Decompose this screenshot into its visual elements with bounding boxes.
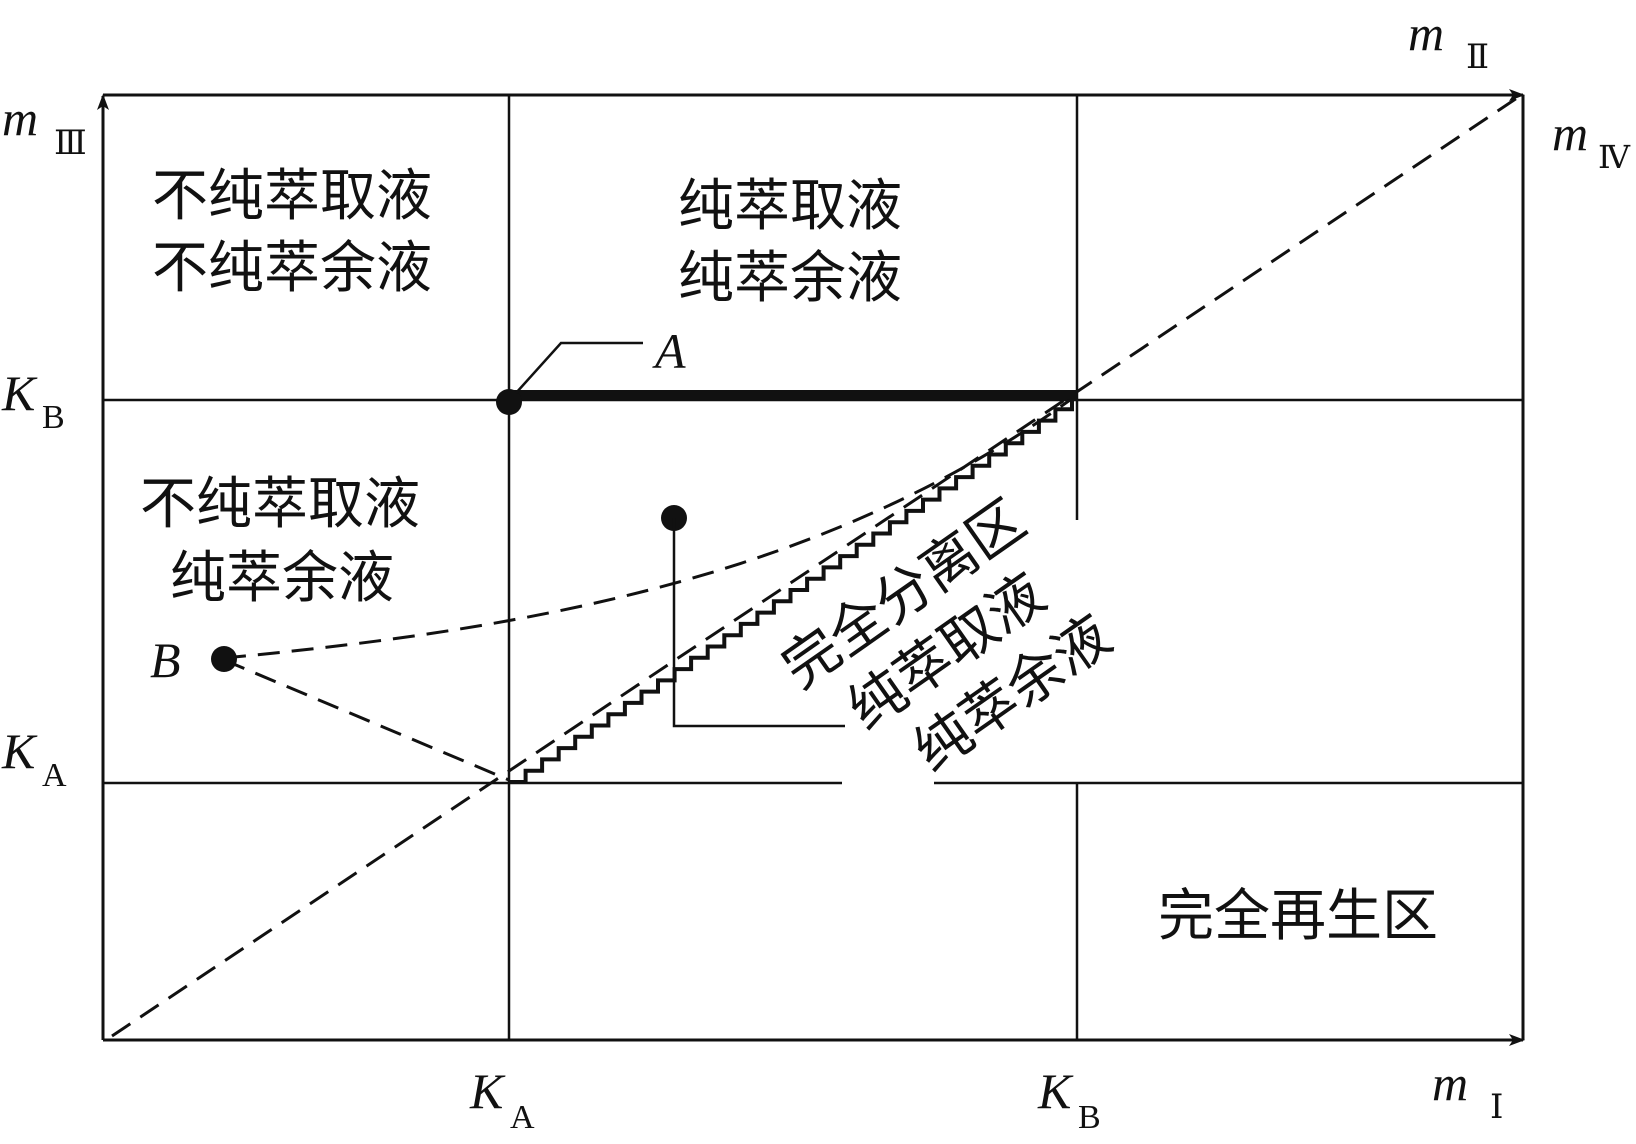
svg-text:K: K [1,365,38,421]
svg-text:B: B [1078,1099,1101,1136]
svg-text:不纯萃取液: 不纯萃取液 [152,164,432,229]
grid-lines [103,95,1523,1040]
axis-label-top: m Ⅱ [1408,5,1489,76]
svg-text:K: K [469,1063,506,1119]
svg-text:不纯萃余液: 不纯萃余液 [152,236,432,301]
leader-line-triangle [672,518,845,728]
svg-text:Ⅲ: Ⅲ [54,125,87,162]
svg-text:m: m [2,90,38,146]
svg-text:Ⅳ: Ⅳ [1598,139,1631,175]
x-tick-label-ka: K A [469,1063,535,1136]
svg-text:B: B [42,399,65,436]
y-tick-label-ka: K A [1,723,67,794]
region-middle-left-label: 不纯萃取液 纯萃余液 [140,472,420,611]
svg-text:A: A [510,1099,535,1136]
axis-label-bottom: m Ⅰ [1432,1055,1503,1126]
axis-label-left: m Ⅲ [2,90,87,162]
axis-label-right: m Ⅳ [1552,105,1631,175]
point-a-marker [496,389,522,415]
svg-text:不纯萃取液: 不纯萃取液 [140,472,420,537]
staircase-boundary [509,398,1074,784]
svg-text:Ⅰ: Ⅰ [1490,1089,1503,1126]
axes [97,89,1525,1046]
diagonal-dashed-line [111,94,1521,1038]
svg-text:Ⅱ: Ⅱ [1466,39,1489,76]
svg-text:m: m [1552,105,1588,161]
x-tick-label-kb: K B [1037,1063,1101,1136]
svg-text:m: m [1432,1055,1468,1111]
dashed-curve-b [223,398,1071,660]
svg-text:纯萃余液: 纯萃余液 [170,546,394,611]
point-b-marker [211,646,237,672]
y-tick-label-kb: K B [1,365,65,436]
svg-text:A: A [42,757,67,794]
leader-line-a [515,341,643,394]
region-top-middle-label: 纯萃取液 纯萃余液 [678,174,902,311]
point-b-label: B [150,632,181,688]
region-triangle-label: 完全分离区 纯萃取液 纯萃余液 [771,488,1124,785]
svg-text:K: K [1,723,38,779]
point-a-label: A [652,323,686,379]
dashed-line-b-ka [223,658,510,782]
region-bottom-right-label: 完全再生区 [1158,884,1438,949]
svg-text:纯萃取液: 纯萃取液 [678,174,902,239]
region-top-left-label: 不纯萃取液 不纯萃余液 [152,164,432,301]
svg-text:纯萃余液: 纯萃余液 [678,246,902,311]
svg-text:完全再生区: 完全再生区 [1158,884,1438,949]
svg-text:m: m [1408,5,1444,61]
svg-text:K: K [1037,1063,1074,1119]
